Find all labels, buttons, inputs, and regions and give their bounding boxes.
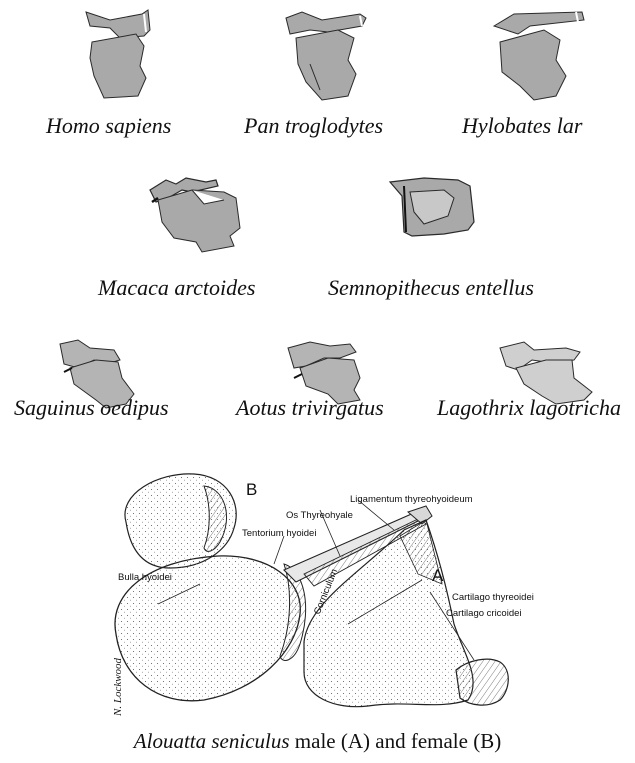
species-label-lagothrix-lagotricha: Lagothrix lagotricha	[437, 395, 621, 421]
label-ligamentum-thyreohyoideum: Ligamentum thyreohyoideum	[350, 494, 473, 505]
caption-species: Alouatta seniculus	[134, 729, 290, 753]
species-label-semnopithecus-entellus: Semnopithecus entellus	[328, 275, 534, 301]
female-label-b: B	[246, 480, 257, 500]
artist-signature: N. Lockwood	[112, 658, 124, 716]
label-cartilago-thyreoidei: Cartilago thyreoidei	[452, 592, 534, 603]
label-cartilago-cricoidei: Cartilago cricoidei	[446, 608, 522, 619]
species-label-pan-troglodytes: Pan troglodytes	[244, 113, 383, 139]
species-label-hylobates-lar: Hylobates lar	[462, 113, 582, 139]
species-label-aotus-trivirgatus: Aotus trivirgatus	[236, 395, 384, 421]
label-bulla-hyoidei: Bulla hyoidei	[118, 572, 172, 583]
caption-sexes: male (A) and female (B)	[290, 729, 502, 753]
label-os-thyreohyale: Os Thyreohyale	[286, 510, 353, 521]
semnopithecus-entellus-larynx-drawing	[384, 176, 480, 258]
male-label-a: A	[432, 566, 443, 586]
figure-caption: Alouatta seniculus male (A) and female (…	[0, 729, 635, 754]
label-tentorium-hyoidei: Tentorium hyoidei	[242, 528, 316, 539]
species-label-homo-sapiens: Homo sapiens	[46, 113, 171, 139]
pan-troglodytes-larynx-drawing	[282, 8, 382, 106]
macaca-arctoides-larynx-drawing	[146, 176, 246, 258]
homo-sapiens-larynx-drawing	[80, 6, 165, 106]
male-cricoid-cartilage	[456, 659, 508, 705]
hylobates-lar-larynx-drawing	[490, 6, 590, 106]
species-label-saguinus-oedipus: Saguinus oedipus	[14, 395, 169, 421]
species-label-macaca-arctoides: Macaca arctoides	[98, 275, 255, 301]
